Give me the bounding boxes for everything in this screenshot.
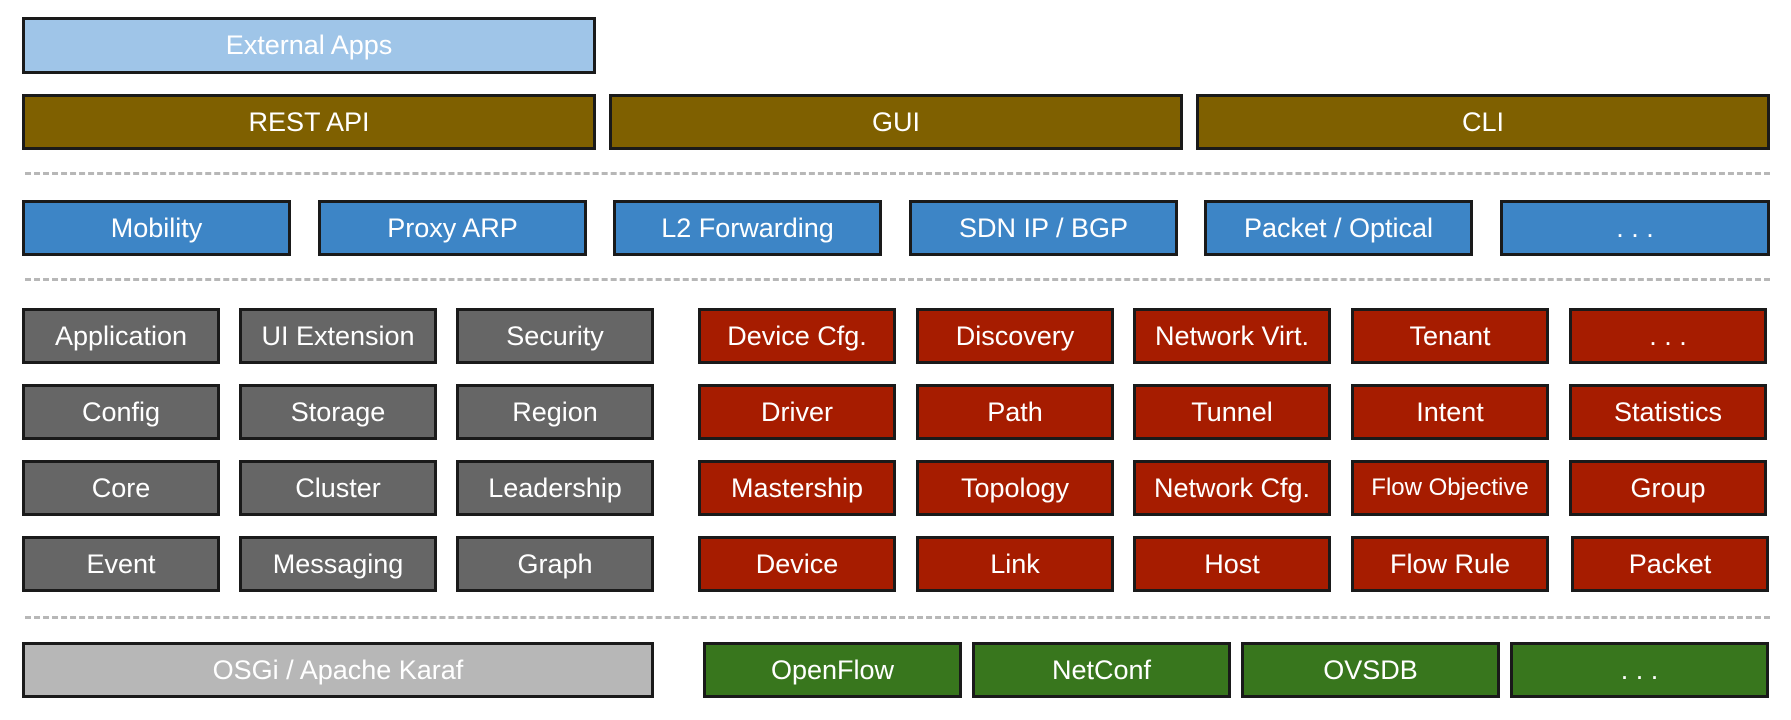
app-box-mobility: Mobility <box>22 200 291 256</box>
app-box-packet-optical: Packet / Optical <box>1204 200 1473 256</box>
svc-label-intent: Intent <box>1416 396 1484 427</box>
rest-api-label: REST API <box>248 106 370 137</box>
app-label-sdn-ip-bgp: SDN IP / BGP <box>958 212 1129 243</box>
svc-box-network-virt: Network Virt. <box>1133 308 1331 364</box>
svc-label-tunnel: Tunnel <box>1191 396 1273 427</box>
svc-label-device-cfg: Device Cfg. <box>727 320 867 351</box>
external-apps-box: External Apps <box>22 17 596 74</box>
core-box-region: Region <box>456 384 654 440</box>
app-box-l2-forwarding: L2 Forwarding <box>613 200 882 256</box>
core-label-region: Region <box>512 396 598 427</box>
core-box-leadership: Leadership <box>456 460 654 516</box>
app-label-mobility: Mobility <box>110 212 203 243</box>
core-label-ui-extension: UI Extension <box>261 320 415 351</box>
svc-box-topology: Topology <box>916 460 1114 516</box>
core-label-storage: Storage <box>290 396 386 427</box>
osgi-karaf-label: OSGi / Apache Karaf <box>212 654 464 685</box>
svc-label-host: Host <box>1204 548 1260 579</box>
core-box-config: Config <box>22 384 220 440</box>
core-label-event: Event <box>86 548 156 579</box>
southbound-box-ovsdb: OVSDB <box>1241 642 1500 698</box>
core-box-core: Core <box>22 460 220 516</box>
svc-box-flow-rule: Flow Rule <box>1351 536 1549 592</box>
svc-box-device-cfg: Device Cfg. <box>698 308 896 364</box>
svc-box-link: Link <box>916 536 1114 592</box>
app-box-proxy-arp: Proxy ARP <box>318 200 587 256</box>
svc-box-discovery: Discovery <box>916 308 1114 364</box>
osgi-karaf-box: OSGi / Apache Karaf <box>22 642 654 698</box>
svc-label-topology: Topology <box>960 472 1070 503</box>
svc-box-packet: Packet <box>1571 536 1769 592</box>
core-box-cluster: Cluster <box>239 460 437 516</box>
app-label-l2-forwarding: L2 Forwarding <box>661 212 834 243</box>
svc-label-flow-objective: Flow Objective <box>1371 474 1529 501</box>
svc-box-driver: Driver <box>698 384 896 440</box>
core-label-graph: Graph <box>517 548 593 579</box>
svc-label-statistics: Statistics <box>1613 396 1723 427</box>
southbound-label-more: . . . <box>1620 654 1659 685</box>
southbound-box-more: . . . <box>1510 642 1769 698</box>
svc-box-tunnel: Tunnel <box>1133 384 1331 440</box>
gui-label: GUI <box>871 106 920 137</box>
svc-label-group: Group <box>1630 472 1706 503</box>
southbound-box-netconf: NetConf <box>972 642 1231 698</box>
svc-label-network-cfg: Network Cfg. <box>1153 472 1311 503</box>
svc-label-driver: Driver <box>761 396 833 427</box>
southbound-label-openflow: OpenFlow <box>770 654 895 685</box>
svc-label-more: . . . <box>1649 320 1687 351</box>
gui-box: GUI <box>609 94 1183 150</box>
southbound-label-ovsdb: OVSDB <box>1323 654 1418 685</box>
svc-label-discovery: Discovery <box>955 320 1075 351</box>
svc-label-packet: Packet <box>1628 548 1712 579</box>
core-box-messaging: Messaging <box>239 536 437 592</box>
svc-box-path: Path <box>916 384 1114 440</box>
svc-box-tenant: Tenant <box>1351 308 1549 364</box>
rest-api-box: REST API <box>22 94 596 150</box>
svc-box-intent: Intent <box>1351 384 1549 440</box>
southbound-label-netconf: NetConf <box>1051 654 1152 685</box>
core-label-security: Security <box>506 320 604 351</box>
separator-south <box>25 616 1770 619</box>
svc-box-device: Device <box>698 536 896 592</box>
cli-box: CLI <box>1196 94 1770 150</box>
app-box-sdn-ip-bgp: SDN IP / BGP <box>909 200 1178 256</box>
separator-apps <box>25 278 1770 281</box>
svc-box-more: . . . <box>1569 308 1767 364</box>
svc-box-flow-objective: Flow Objective <box>1351 460 1549 516</box>
svc-label-flow-rule: Flow Rule <box>1389 548 1511 579</box>
core-box-event: Event <box>22 536 220 592</box>
core-box-ui-extension: UI Extension <box>239 308 437 364</box>
app-box-more: . . . <box>1500 200 1770 256</box>
core-label-cluster: Cluster <box>295 472 381 503</box>
core-label-core: Core <box>91 472 151 503</box>
svc-box-statistics: Statistics <box>1569 384 1767 440</box>
app-label-more: . . . <box>1616 212 1654 243</box>
svc-label-link: Link <box>990 548 1040 579</box>
core-box-graph: Graph <box>456 536 654 592</box>
core-box-security: Security <box>456 308 654 364</box>
app-label-packet-optical: Packet / Optical <box>1243 212 1434 243</box>
svc-box-network-cfg: Network Cfg. <box>1133 460 1331 516</box>
svc-box-group: Group <box>1569 460 1767 516</box>
core-label-application: Application <box>54 320 188 351</box>
core-box-storage: Storage <box>239 384 437 440</box>
svc-box-host: Host <box>1133 536 1331 592</box>
app-label-proxy-arp: Proxy ARP <box>387 212 518 243</box>
core-box-application: Application <box>22 308 220 364</box>
svc-label-device: Device <box>755 548 839 579</box>
svc-label-path: Path <box>987 396 1043 427</box>
core-label-messaging: Messaging <box>272 548 404 579</box>
svc-label-mastership: Mastership <box>730 472 864 503</box>
core-label-leadership: Leadership <box>488 472 622 503</box>
svc-label-network-virt: Network Virt. <box>1154 320 1310 351</box>
external-apps-label: External Apps <box>225 30 393 60</box>
core-label-config: Config <box>81 396 161 427</box>
cli-label: CLI <box>1461 106 1505 137</box>
svc-box-mastership: Mastership <box>698 460 896 516</box>
southbound-box-openflow: OpenFlow <box>703 642 962 698</box>
separator-north <box>25 172 1770 175</box>
svc-label-tenant: Tenant <box>1409 320 1491 351</box>
